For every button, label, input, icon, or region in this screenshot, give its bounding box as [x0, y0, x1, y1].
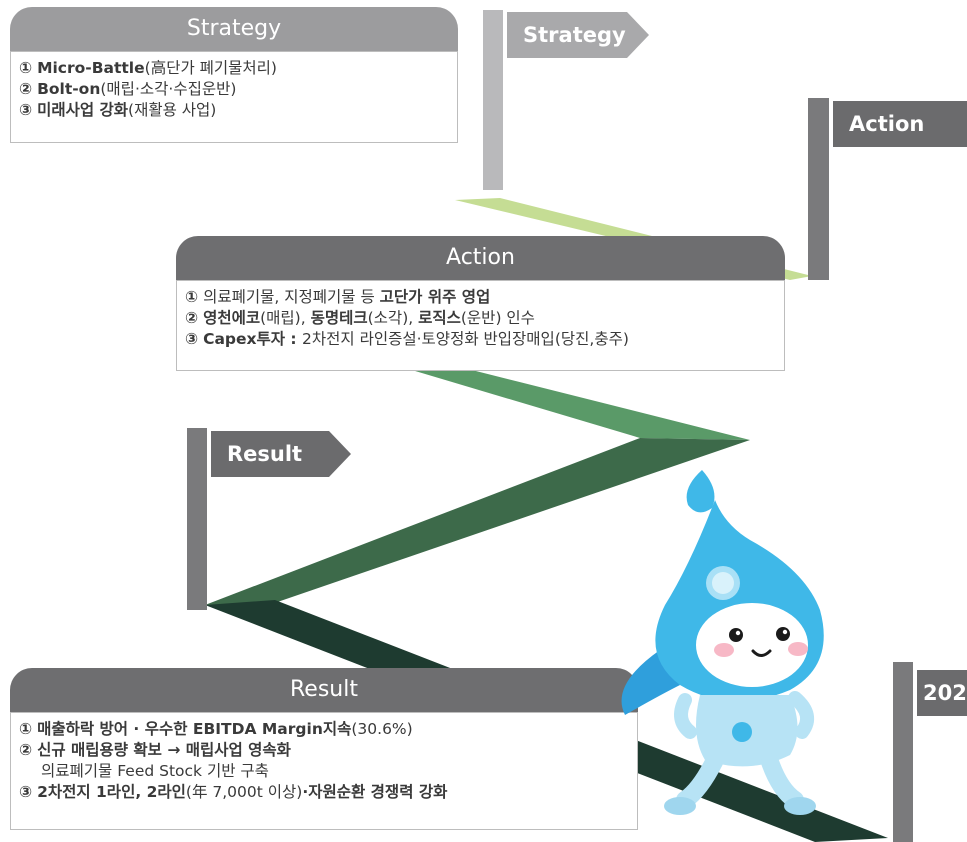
- action-pole: [808, 98, 829, 280]
- strategy-item-2: ② Bolt-on(매립·소각·수집운반): [19, 80, 237, 98]
- strategy-box: ① Micro-Battle(高단가 폐기물처리) ② Bolt-on(매립·소…: [10, 51, 458, 143]
- action-box: ① 의료폐기물, 지정폐기물 등 고단가 위주 영업 ② 영천에코(매립), 동…: [176, 280, 785, 371]
- action-item-3: ③ Capex투자 : 2차전지 라인증설·토양정화 반입장매입(당진,충주): [185, 330, 629, 348]
- strategy-pole: [483, 10, 503, 190]
- result-box: ① 매출하락 방어 · 우수한 EBITDA Margin지속(30.6%) ②…: [10, 712, 638, 830]
- year-pole: [893, 662, 913, 842]
- result-item-2: ② 신규 매립용량 확보 → 매립사업 영속화: [19, 741, 291, 759]
- action-box-title: Action: [176, 236, 785, 280]
- action-item-2: ② 영천에코(매립), 동명테크(소각), 로직스(운반) 인수: [185, 309, 535, 327]
- strategy-item-3: ③ 미래사업 강화(재활용 사업): [19, 101, 217, 119]
- ribbon-result-upper: [205, 438, 750, 608]
- result-item-2-sub: 의료폐기물 Feed Stock 기반 구축: [41, 762, 269, 780]
- result-flag: Result: [211, 431, 351, 477]
- water-drop-mascot-icon: [621, 470, 824, 815]
- strategy-item-1: ① Micro-Battle(高단가 폐기물처리): [19, 59, 277, 77]
- result-item-3: ③ 2차전지 1라인, 2라인(年 7,000t 이상)·자원순환 경쟁력 강화: [19, 783, 448, 801]
- result-box-title: Result: [10, 668, 638, 712]
- strategy-box-title: Strategy: [10, 7, 458, 51]
- action-item-1: ① 의료폐기물, 지정폐기물 등 고단가 위주 영업: [185, 288, 491, 306]
- strategy-flag: Strategy: [507, 12, 649, 58]
- year-flag: 202: [917, 670, 967, 716]
- action-flag: Action: [833, 101, 967, 147]
- result-pole: [187, 428, 207, 610]
- result-item-1: ① 매출하락 방어 · 우수한 EBITDA Margin지속(30.6%): [19, 720, 413, 738]
- ribbon-action-to-result-2: [395, 365, 750, 440]
